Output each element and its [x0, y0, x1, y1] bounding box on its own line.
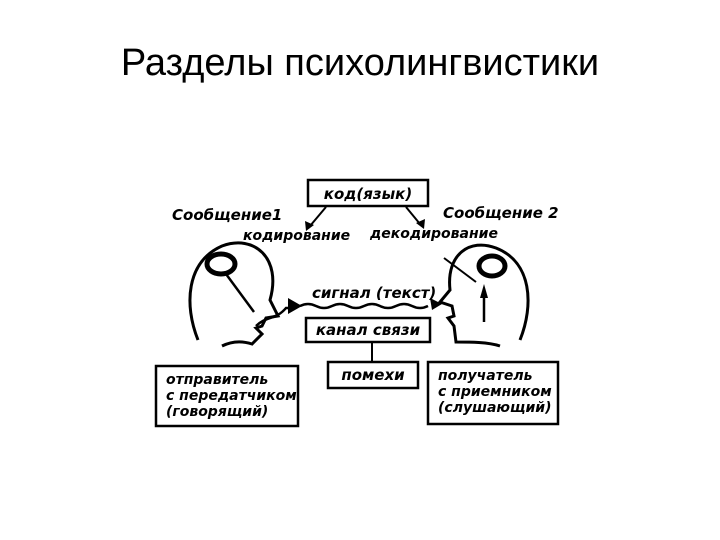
sender-line-2: с передатчиком [166, 388, 297, 404]
code-box [306, 178, 430, 208]
decoding-pointer-line [443, 257, 477, 283]
signal-start-arrowhead [288, 298, 302, 314]
receiver-line-3: (слушающий) [438, 400, 552, 416]
encoding-label: кодирование [243, 228, 350, 244]
receiver-line-1: получатель [438, 368, 533, 384]
message-1-label: Сообщение1 [172, 206, 282, 224]
receiver-brain-icon [476, 253, 508, 279]
code-box-label: код(язык) [324, 185, 412, 203]
noise-box [326, 360, 420, 390]
code-to-encoding-arrow [309, 206, 327, 227]
channel-label: канал связи [316, 321, 421, 339]
code-to-decoding-arrow [405, 206, 421, 225]
receiver-head [437, 243, 530, 348]
noise-label: помехи [341, 366, 405, 384]
sender-head [188, 241, 281, 348]
signal-end-arrowhead [430, 298, 442, 310]
sender-thought-line [224, 273, 256, 313]
slide-title: Разделы психолингвистики [120, 42, 600, 84]
decoding-label: декодирование [369, 226, 498, 242]
message-2-label: Сообщение 2 [443, 204, 559, 222]
signal-label: сигнал (текст) [312, 284, 436, 302]
receiver-ear-arrowhead [480, 284, 488, 298]
channel-box [304, 316, 432, 344]
sender-box [154, 364, 300, 428]
code-to-decoding-arrowhead [416, 219, 425, 229]
sender-line-1: отправитель [166, 372, 268, 388]
receiver-box [426, 360, 560, 426]
sender-line-3: (говорящий) [166, 404, 268, 420]
speech-wave [255, 306, 290, 327]
sender-brain-icon [204, 251, 238, 277]
signal-line [299, 302, 429, 310]
code-to-encoding-arrowhead [305, 221, 314, 231]
receiver-line-2: с приемником [438, 384, 552, 400]
